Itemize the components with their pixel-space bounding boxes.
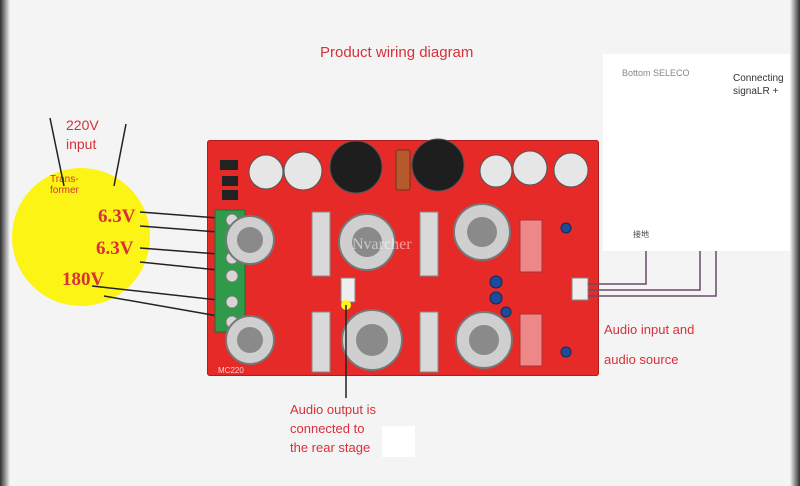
blank-patch [382,426,415,457]
watermark-text: Nvarcher [352,236,412,253]
transformer-label-line1: Trans- [50,174,79,185]
diagram-title: Product wiring diagram [320,44,474,61]
audio-input-label: Audio input and audio source [604,315,694,375]
transformer-symbol [12,168,150,306]
selector-connect-line2: signaLR + [733,86,779,97]
transformer-label: Trans- former [50,174,79,196]
output-connector [340,277,356,303]
audio-input-line2: audio source [604,352,679,367]
secondary-wires [91,211,219,317]
mains-input-text: input [66,136,97,152]
output-heatsinks [519,219,543,367]
voltage-label-heater-1: 6.3V [98,206,136,227]
small-capacitors [489,222,572,358]
audio-output-line3: the rear stage [290,440,371,455]
transformer-label-line2: former [50,185,79,196]
selector-panel [603,54,790,251]
mains-wire-1 [49,117,65,187]
power-resistors [311,211,439,373]
selector-ground-label: 接地 [633,230,649,239]
voltage-label-ht: 180V [62,269,105,290]
selector-connect-label: Connecting signaLR + [733,72,784,98]
input-connector [571,277,589,301]
audio-output-line1: Audio output is [290,402,377,417]
audio-output-label: Audio output is connected to the rear st… [290,400,376,457]
voltage-label-heater-2: 6.3V [96,238,134,259]
mains-input-label: 220V input [66,116,99,154]
selector-connect-line1: Connecting [733,73,784,84]
vacuum-tubes [225,203,513,371]
mains-wire-2 [113,123,127,187]
mains-input-voltage: 220V [66,117,99,133]
board-model-label: MC220 [218,366,244,375]
audio-input-line1: Audio input and [604,322,695,337]
selector-bottom-label: Bottom SELECO [622,68,690,78]
audio-output-line2: connected to [290,421,365,436]
capacitor-bank [220,138,589,200]
